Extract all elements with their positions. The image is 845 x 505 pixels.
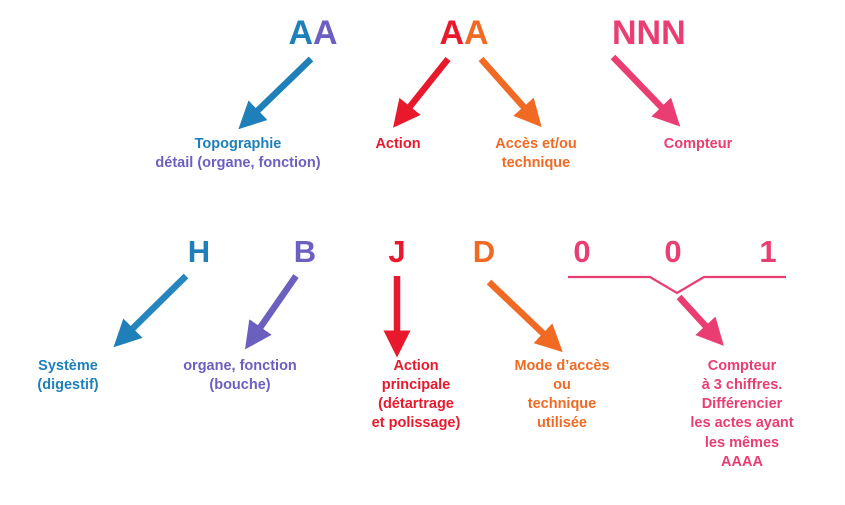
token-char: A [313, 14, 338, 52]
label-line: Compteur [707, 358, 777, 374]
label-line: les mêmes [704, 434, 780, 451]
arrow-aa-to-topographie [238, 56, 314, 130]
label-line: Mode d’accès [514, 358, 610, 374]
arrow-h-to-systeme [113, 273, 189, 348]
arrow-b-to-organe [244, 274, 299, 350]
token-aa-topographie: AA [288, 16, 337, 50]
label-acces-technique: Accès et/ou technique [495, 135, 576, 173]
arrow-aa-to-acces [478, 56, 542, 128]
token-char: 0 [664, 234, 682, 269]
label-line: Différencier [701, 396, 783, 413]
token-char: NNN [612, 14, 686, 52]
label-line: (bouche) [209, 377, 271, 394]
label-systeme-digestif: Système (digestif) [37, 357, 98, 395]
token-char: H [187, 234, 211, 269]
label-line: Action [375, 136, 421, 152]
label-line: à 3 chiffres. [701, 377, 783, 394]
label-line: Action [393, 358, 439, 374]
token-j: J [388, 236, 405, 267]
label-action-principale: Action principale (détartrage et polissa… [372, 357, 461, 434]
token-h: H [188, 236, 210, 267]
token-d: D [473, 236, 495, 267]
label-line: principale [381, 377, 451, 394]
label-line: Compteur [663, 136, 733, 152]
token-char: D [472, 234, 496, 269]
token-digit-tens: 0 [664, 236, 681, 267]
arrow-aa-to-action [393, 56, 451, 128]
label-line: organe, fonction [183, 358, 297, 374]
label-action: Action [375, 135, 420, 154]
token-nnn: NNN [612, 16, 686, 50]
label-compteur: Compteur [664, 135, 732, 154]
token-digit-units: 1 [759, 236, 776, 267]
token-char: A [464, 14, 489, 52]
token-char: B [293, 234, 317, 269]
label-line: et polissage) [371, 415, 461, 432]
label-line: détail (organe, fonction) [155, 155, 321, 172]
token-digit-hundreds: 0 [573, 236, 590, 267]
label-organe-fonction: organe, fonction (bouche) [183, 357, 297, 395]
label-line: les actes ayant [690, 415, 794, 432]
label-line: (digestif) [37, 377, 99, 394]
counter-brace [568, 275, 786, 295]
label-compteur-detail: Compteur à 3 chiffres. Différencier les … [690, 357, 793, 472]
label-line: technique [501, 155, 571, 172]
label-line: technique [527, 396, 597, 413]
token-char: A [439, 14, 464, 52]
label-line: Topographie [194, 136, 282, 152]
label-line: utilisée [537, 415, 587, 432]
label-topographie: Topographie détail (organe, fonction) [155, 135, 320, 173]
token-char: J [388, 234, 406, 269]
token-char: 1 [759, 234, 777, 269]
label-line: Système [38, 358, 98, 374]
token-char: A [288, 14, 313, 52]
label-line: AAAA [721, 453, 763, 470]
arrow-d-to-mode-acces [486, 279, 563, 353]
label-line: Accès et/ou [495, 136, 577, 152]
token-b: B [294, 236, 316, 267]
label-line: (détartrage [378, 396, 454, 413]
token-aa-action: AA [439, 16, 488, 50]
label-mode-acces: Mode d’accès ou technique utilisée [514, 357, 609, 434]
token-char: 0 [573, 234, 591, 269]
label-line: ou [553, 377, 571, 394]
arrow-counter-to-compteur-detail [676, 294, 724, 346]
arrow-nnn-to-compteur [610, 54, 681, 127]
